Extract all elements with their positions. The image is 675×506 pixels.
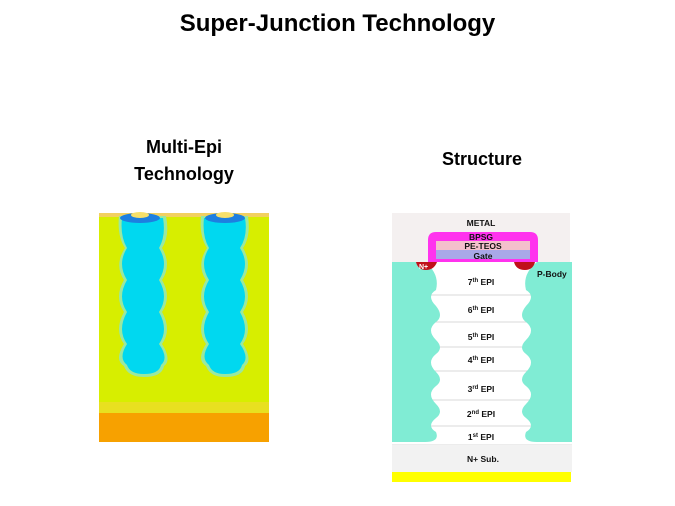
multi-epi-simulation [99, 212, 269, 442]
n-plus-label: N+ [419, 264, 428, 271]
epi-labels: 7th EPI 6th EPI 5th EPI 4th EPI 3rd EPI … [467, 277, 495, 442]
substrate-region [99, 413, 269, 442]
structure-label: Structure [441, 149, 522, 169]
pillar-1-top [131, 212, 149, 218]
page-title: Super-Junction Technology [179, 10, 496, 37]
structure-cross-section: METAL BPSG PE-TEOS Gate N+ P-Body 7th EP… [392, 213, 572, 482]
gate-layer [436, 250, 530, 260]
epi-label-7: 7th EPI [468, 277, 494, 287]
pillar-1 [121, 218, 165, 374]
bpsg-label: BPSG [469, 232, 493, 242]
drain-contact [392, 472, 571, 482]
epi-label-2: 2nd EPI [467, 409, 495, 419]
epi-label-6: 6th EPI [468, 305, 494, 315]
bpsg-layer [428, 232, 538, 262]
transition-layer [99, 402, 269, 413]
substrate-label: N+ Sub. [467, 454, 499, 464]
epi-label-3: 3rd EPI [468, 384, 495, 394]
pillar-2 [203, 218, 246, 374]
p-column-right [522, 262, 572, 442]
gate-label: Gate [474, 251, 493, 261]
metal-label: METAL [467, 218, 496, 228]
surface-layer [99, 213, 269, 217]
pe-teos-label: PE-TEOS [464, 241, 502, 251]
p-column-left [392, 262, 440, 442]
multi-epi-label: Multi-Epi Technology [134, 137, 234, 184]
epi-label-4: 4th EPI [468, 355, 494, 365]
epi-label-5: 5th EPI [468, 332, 494, 342]
n-plus-left [416, 262, 437, 270]
n-plus-right [514, 262, 535, 270]
pe-teos-layer [436, 241, 530, 250]
p-body-label: P-Body [537, 269, 567, 279]
epi-label-1: 1st EPI [468, 432, 494, 442]
gate-oxide [436, 259, 530, 262]
pillar-2-top [216, 212, 234, 218]
substrate [392, 445, 572, 472]
